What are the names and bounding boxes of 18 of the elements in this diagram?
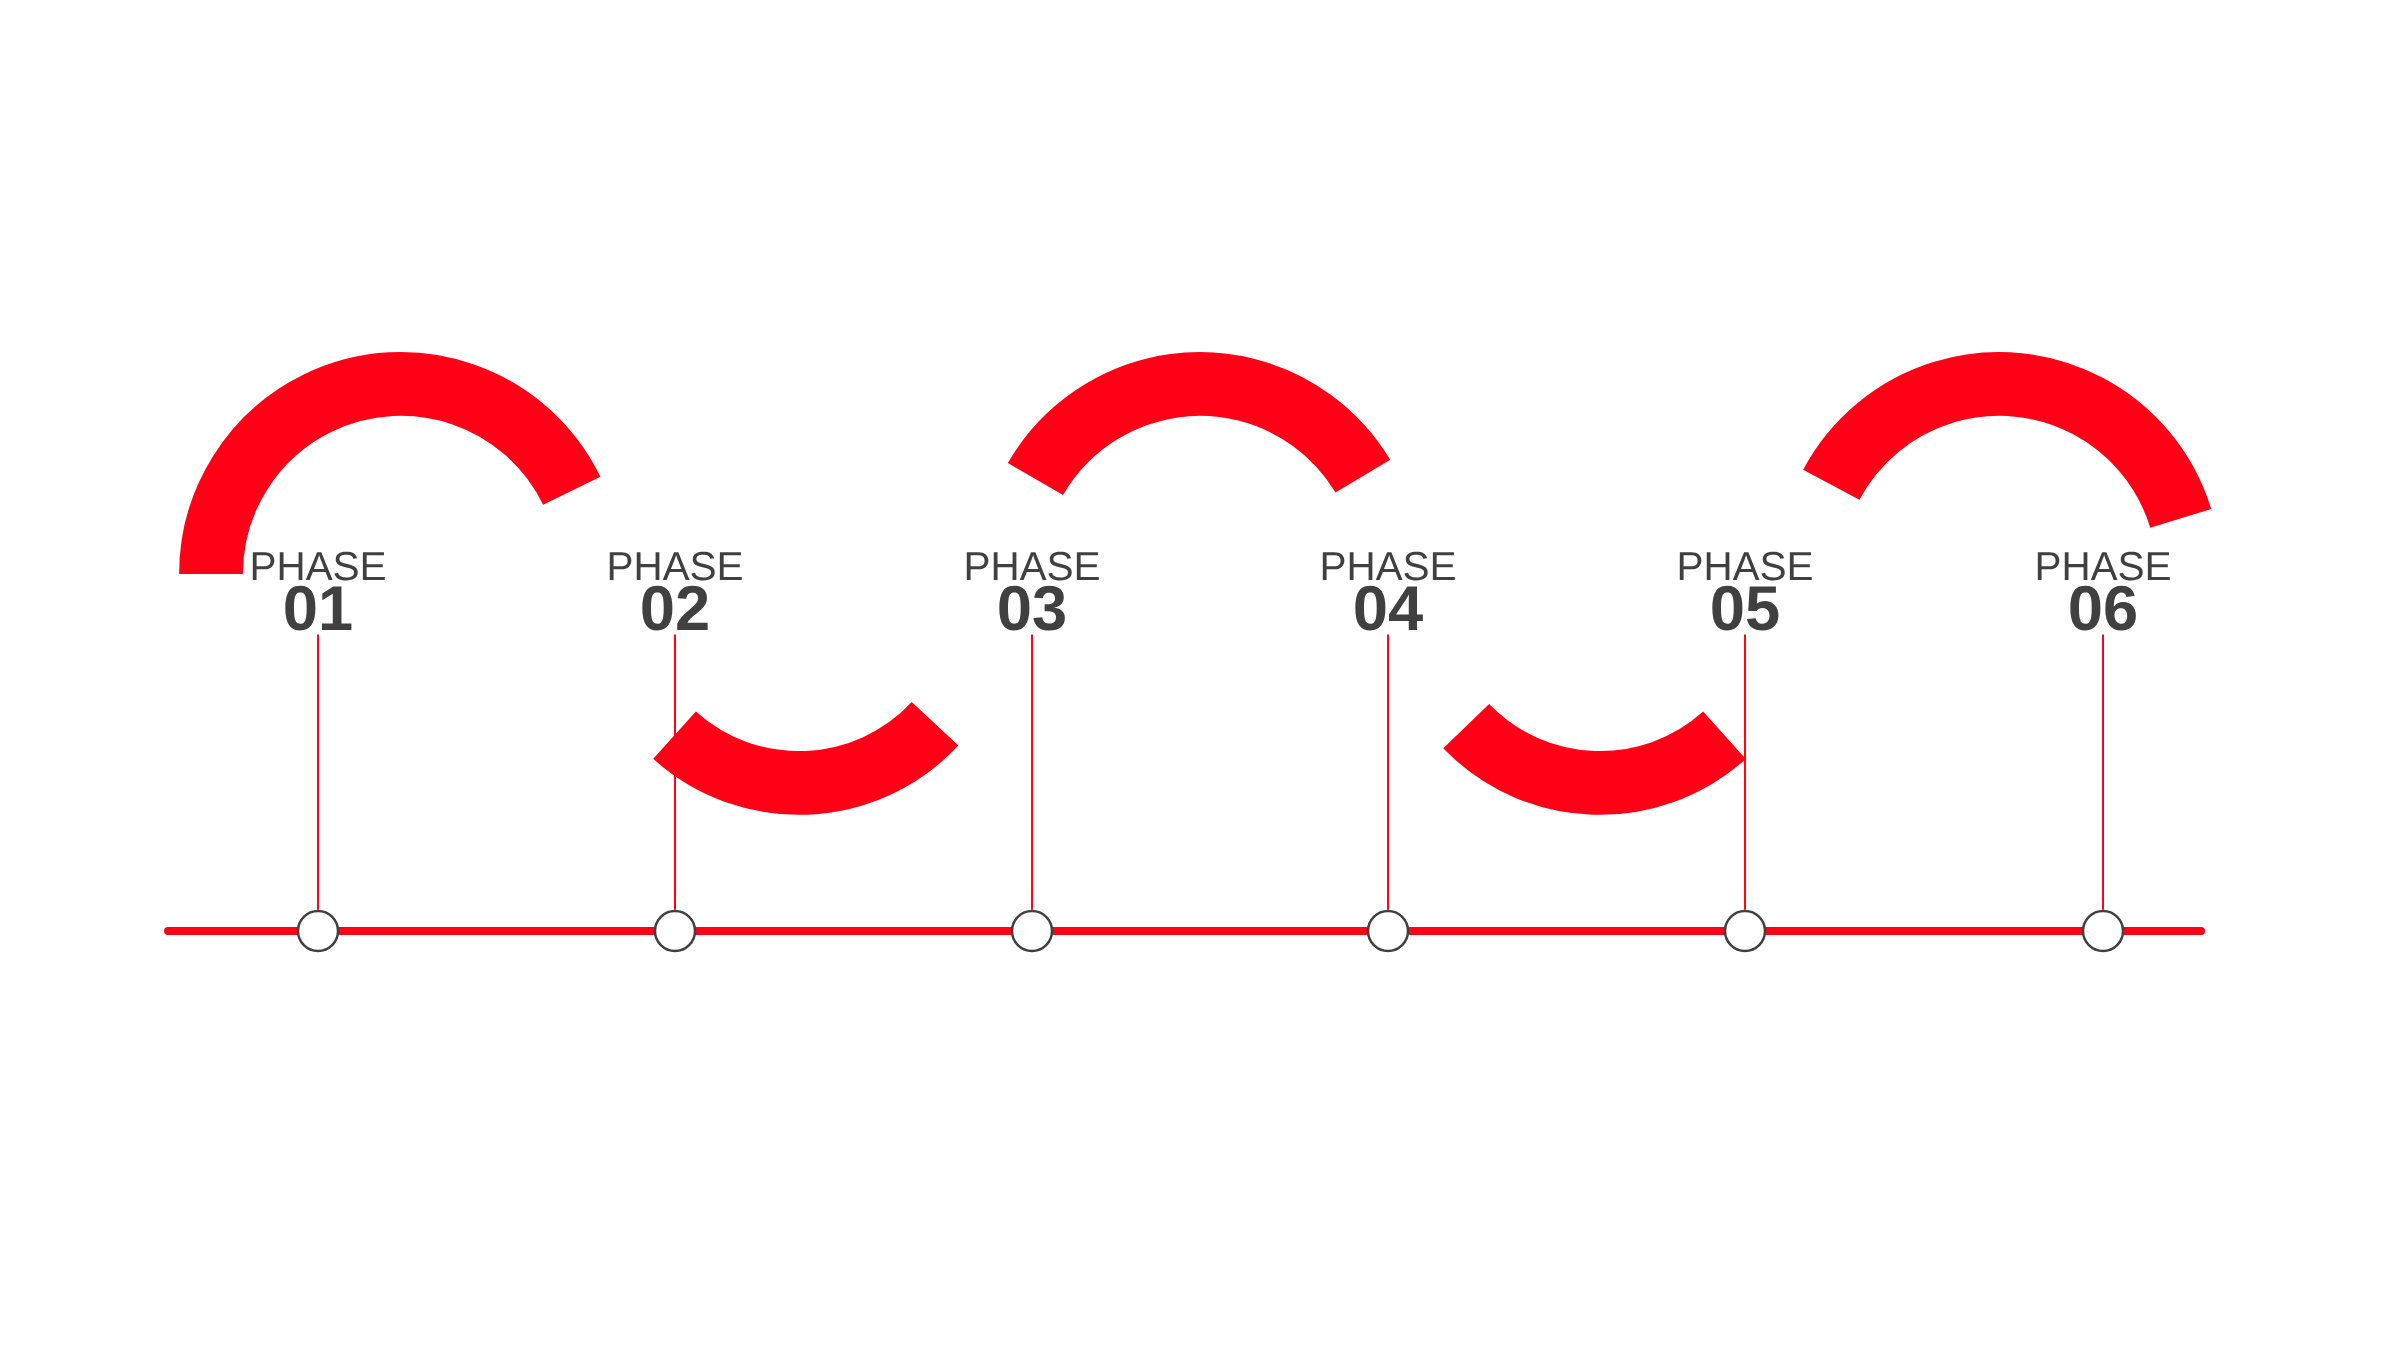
timeline-marker — [1010, 909, 1054, 953]
phase-label: PHASE 05 — [1679, 551, 1812, 631]
timeline-marker — [2081, 909, 2125, 953]
timeline-marker — [296, 909, 340, 953]
phase-label: PHASE 03 — [966, 551, 1099, 631]
connector-line — [1031, 633, 1033, 911]
timeline-marker — [653, 909, 697, 953]
connector-line — [2102, 633, 2104, 911]
connector-line — [674, 633, 676, 911]
connector-line — [1744, 633, 1746, 911]
timeline-marker — [1723, 909, 1767, 953]
connector-line — [1387, 633, 1389, 911]
phase-label: PHASE 06 — [2037, 551, 2170, 631]
phase-label: PHASE 02 — [609, 551, 742, 631]
connector-line — [317, 633, 319, 911]
timeline-marker — [1366, 909, 1410, 953]
phase-label: PHASE 01 — [252, 551, 385, 631]
phase-label: PHASE 04 — [1322, 551, 1455, 631]
